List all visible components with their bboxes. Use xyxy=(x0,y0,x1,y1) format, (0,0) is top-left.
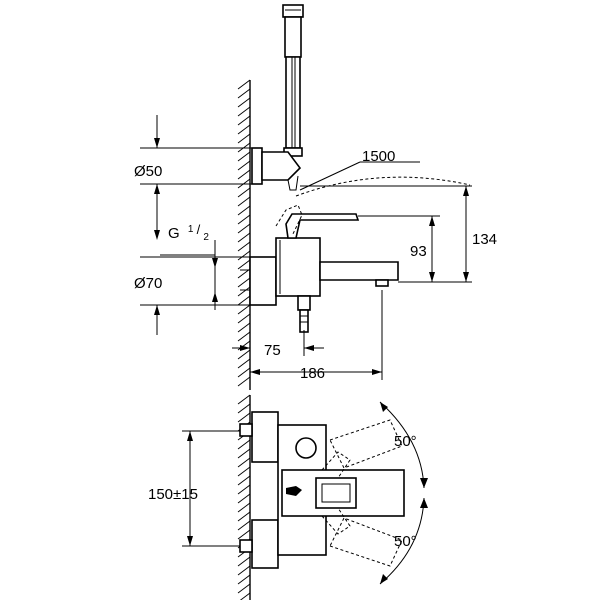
horizontal-dims xyxy=(232,290,383,380)
hose-length-label: 1500 xyxy=(362,148,395,165)
rosette-diameter-dim xyxy=(140,256,250,335)
wall-hatch-line xyxy=(237,556,251,567)
rotation-upper-label: 50° xyxy=(394,433,417,450)
wall-hatch-line xyxy=(237,241,251,252)
wall-hatch-line xyxy=(237,205,251,216)
wall-hatch-line xyxy=(237,304,251,315)
hand-shower xyxy=(282,4,304,157)
wall-hatch-line xyxy=(237,79,251,90)
wall-hatch-line xyxy=(237,106,251,117)
wall-side-view xyxy=(237,79,251,390)
height-dims xyxy=(300,185,472,283)
wall-hatch-line xyxy=(237,322,251,333)
holder-diameter-label: Ø50 xyxy=(134,163,162,180)
center-distance-label: 150±15 xyxy=(148,486,198,503)
wall-hatch-line xyxy=(237,232,251,243)
wall-hatch-line xyxy=(237,466,251,477)
wall-hatch-line xyxy=(237,511,251,522)
wall-hatch-line xyxy=(237,448,251,459)
wall-hatch-line xyxy=(237,520,251,531)
wall-hatch-line xyxy=(237,583,251,594)
wall-hatch-line xyxy=(237,529,251,540)
wall-hatch-line xyxy=(237,97,251,108)
wall-hatch-line xyxy=(237,565,251,576)
wall-hatch-line xyxy=(237,259,251,270)
holder-diameter-dim xyxy=(140,115,262,212)
wall-hatch-line xyxy=(237,457,251,468)
wall-hatch-line xyxy=(237,331,251,342)
wall-hatch-line xyxy=(237,196,251,207)
connection-thread-dim xyxy=(154,212,218,310)
wall-hatch-line xyxy=(237,403,251,414)
center-distance-dim xyxy=(182,430,240,547)
wall-hatch-line xyxy=(237,376,251,387)
lever-height-label: 134 xyxy=(472,231,497,248)
wall-hatch-line xyxy=(237,214,251,225)
wall-hatch-line xyxy=(237,475,251,486)
mixer-side-view xyxy=(240,204,399,333)
wall-hatch-line xyxy=(237,115,251,126)
wall-hatch-line xyxy=(237,367,251,378)
wall-hatch-line xyxy=(237,439,251,450)
wall-to-outlet-label: 75 xyxy=(264,342,281,359)
wall-hatch-line xyxy=(237,133,251,144)
rotation-lower-label: 50° xyxy=(394,533,417,550)
wall-hatch-line xyxy=(239,592,251,600)
wall-hatch-line xyxy=(237,277,251,288)
wall-hatch-line xyxy=(237,502,251,513)
wall-hatch-line xyxy=(237,160,251,171)
wall-hatch-line xyxy=(237,358,251,369)
rosette-diameter-label: Ø70 xyxy=(134,275,162,292)
hose-arc xyxy=(295,176,471,197)
wall-hatch-line xyxy=(237,493,251,504)
wall-hatch-line xyxy=(237,295,251,306)
wall-hatch-line xyxy=(237,286,251,297)
hose-leader xyxy=(299,161,361,191)
wall-hatch-line xyxy=(237,484,251,495)
wall-hatch-line xyxy=(237,151,251,162)
mixer-top-view xyxy=(239,411,405,569)
spout-projection-label: 186 xyxy=(300,365,325,382)
wall-hatch-line xyxy=(237,394,251,405)
spout-height-label: 93 xyxy=(410,243,427,260)
wall-hatch-line xyxy=(237,187,251,198)
wall-hatch-line xyxy=(237,349,251,360)
wall-hatch-line xyxy=(237,124,251,135)
rotation-arcs xyxy=(379,401,428,585)
wall-hatch-line xyxy=(237,250,251,261)
connection-thread-label: G 1 / 2 xyxy=(168,219,209,243)
wall-hatch-line xyxy=(237,88,251,99)
wall-hatch-line xyxy=(237,313,251,324)
wall-hatch-line xyxy=(237,169,251,180)
wall-hatch-line xyxy=(237,223,251,234)
wall-hatch-line xyxy=(237,574,251,585)
wall-hatch-line xyxy=(237,412,251,423)
